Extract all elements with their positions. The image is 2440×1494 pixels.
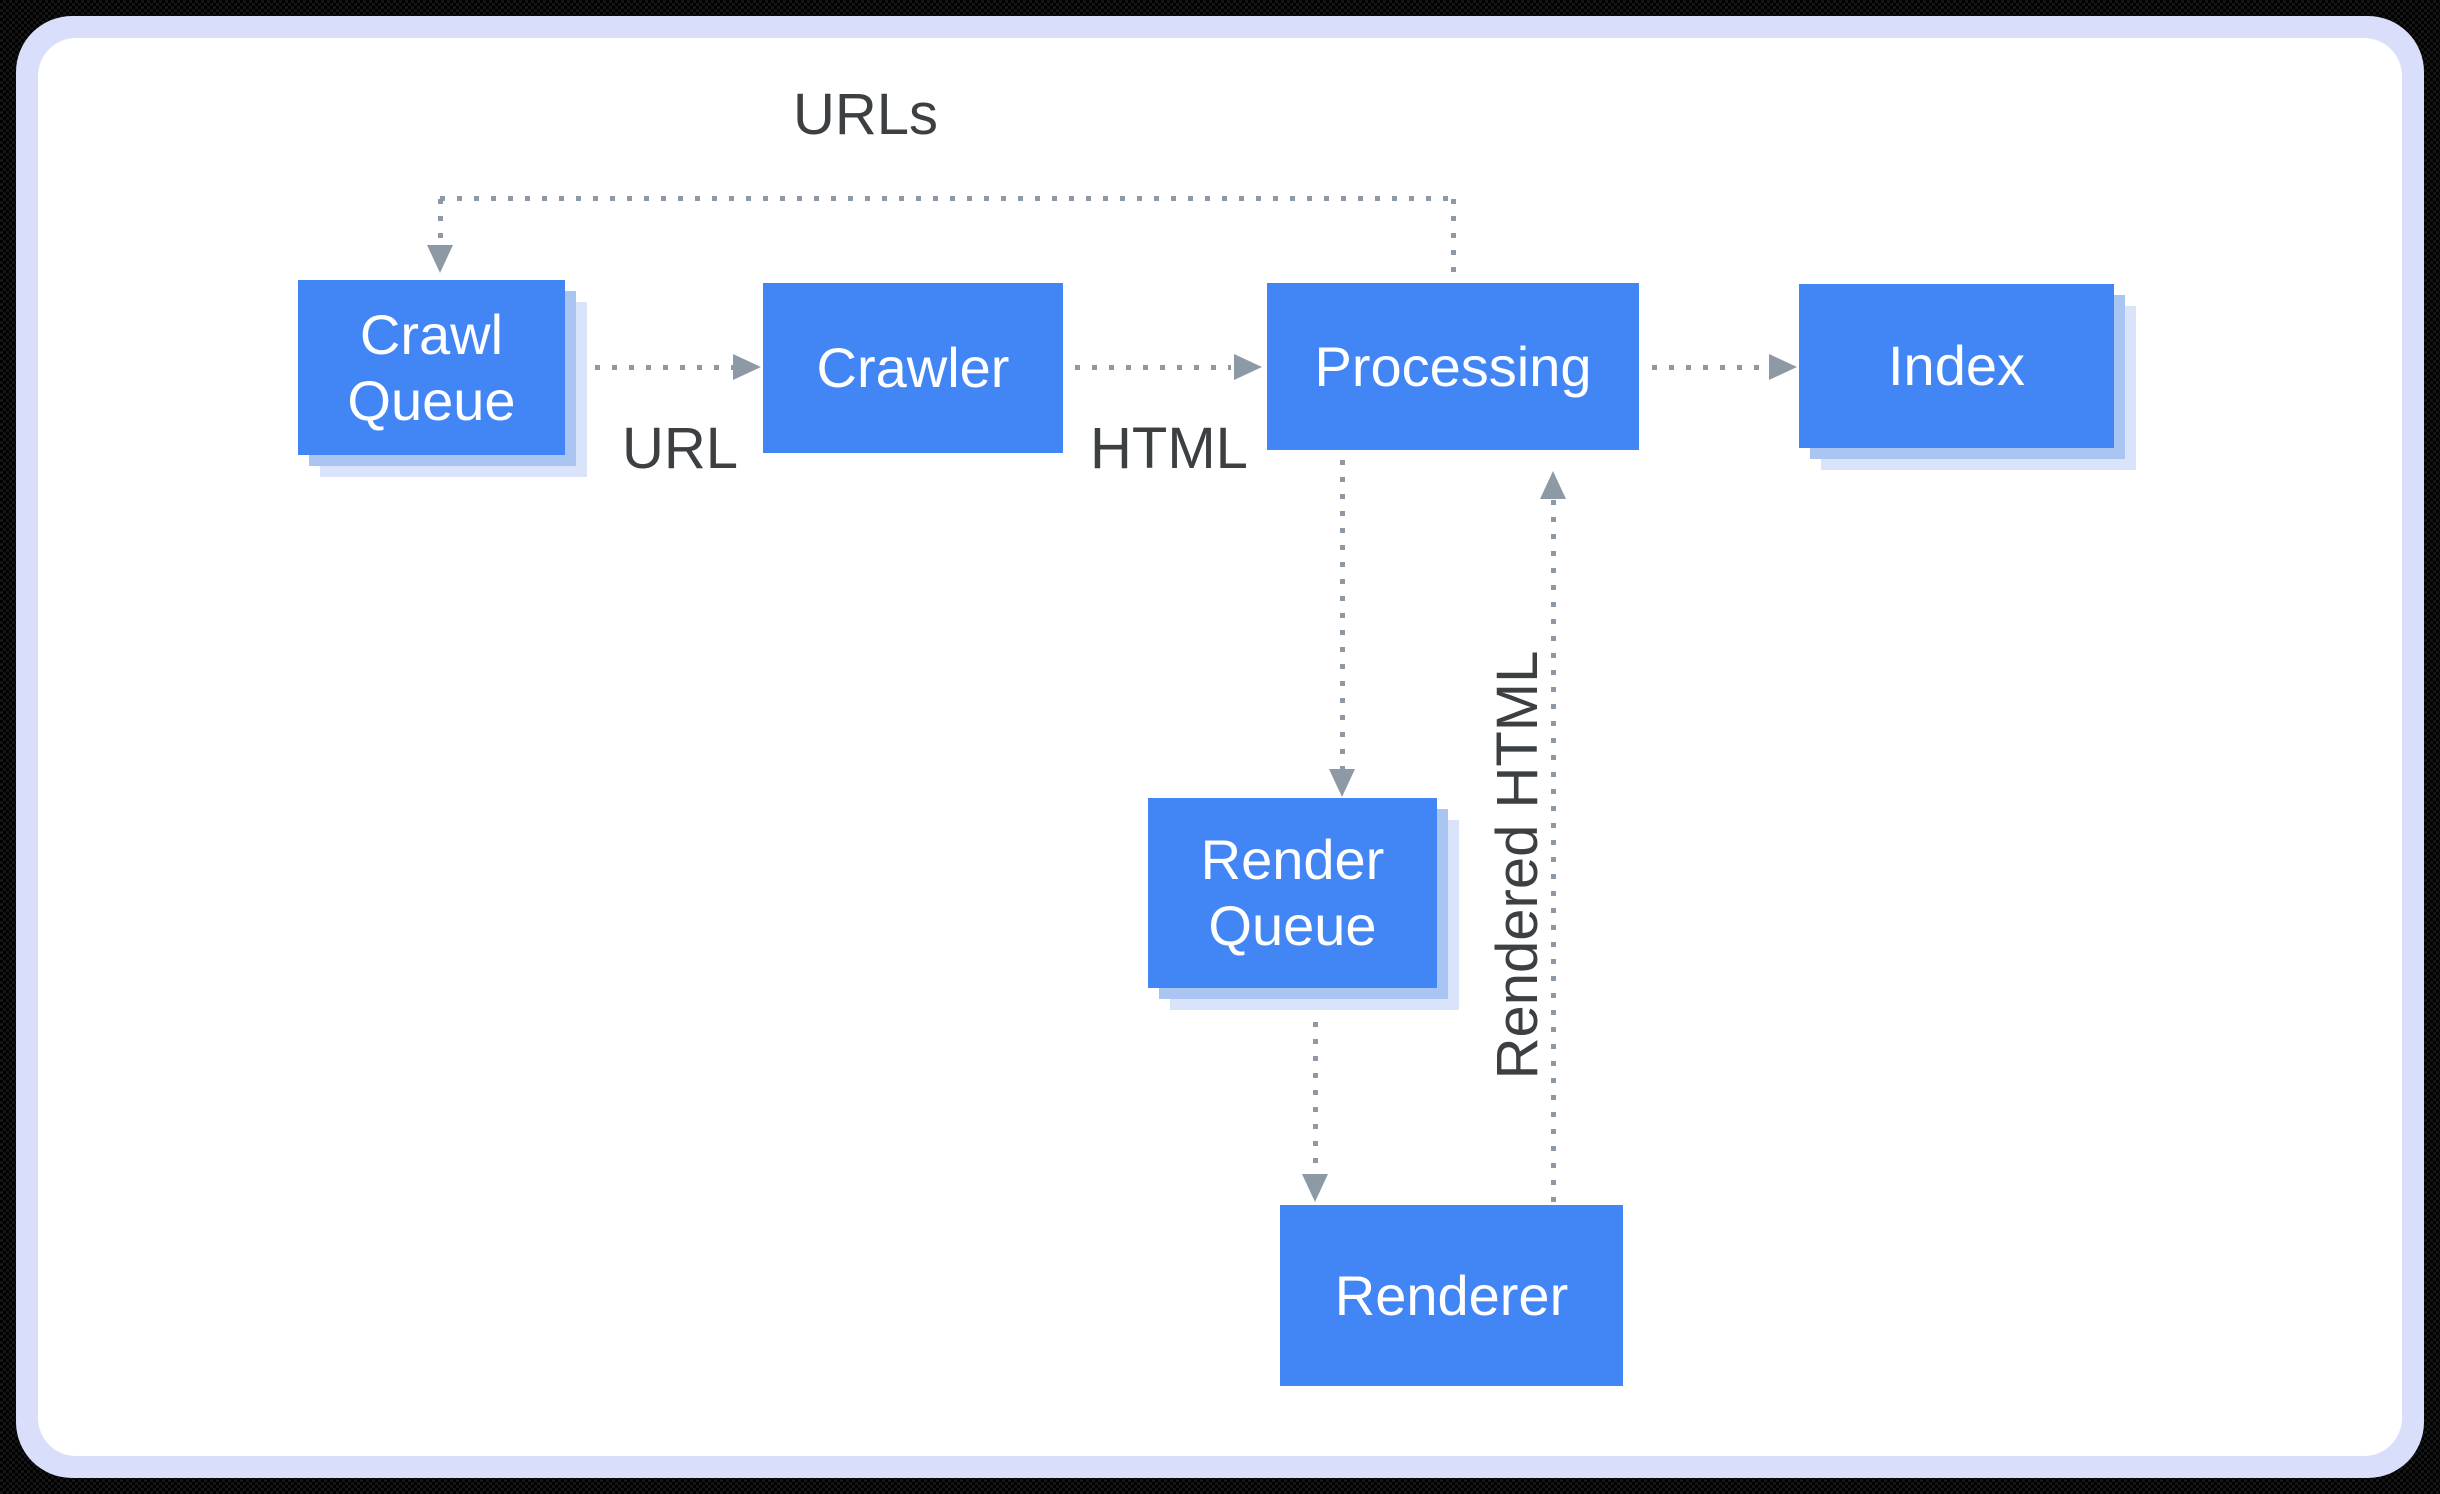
arrowhead-into-index-icon xyxy=(1769,354,1797,380)
node-render-queue: Render Queue xyxy=(1148,798,1437,988)
node-crawl-queue: Crawl Queue xyxy=(298,280,565,455)
node-crawler: Crawler xyxy=(763,283,1063,453)
arrowhead-into-renderer-icon xyxy=(1302,1174,1328,1202)
edge-crawl-queue-to-crawler xyxy=(595,365,733,370)
node-processing: Processing xyxy=(1267,283,1639,450)
edge-label-rendered-html: Rendered HTML xyxy=(1485,650,1550,1080)
node-index: Index xyxy=(1799,284,2114,448)
arrowhead-into-processing-icon xyxy=(1234,354,1262,380)
edge-label-html: HTML xyxy=(1090,416,1248,481)
arrowhead-into-crawler-icon xyxy=(733,354,761,380)
node-renderer: Renderer xyxy=(1280,1205,1623,1386)
edge-processing-to-crawl-queue-rise xyxy=(1451,199,1456,283)
edge-processing-to-crawl-queue-top xyxy=(440,196,1454,201)
edge-label-urls: URLs xyxy=(793,82,939,147)
edge-render-queue-to-renderer xyxy=(1313,1022,1318,1172)
arrowhead-into-render-queue-icon xyxy=(1329,769,1355,797)
arrowhead-into-crawl-queue-icon xyxy=(427,245,453,273)
edge-label-url: URL xyxy=(622,416,739,481)
edge-crawler-to-processing xyxy=(1075,365,1231,370)
edge-processing-to-index xyxy=(1652,365,1768,370)
arrowhead-up-into-processing-icon xyxy=(1540,471,1566,499)
diagram-card xyxy=(38,38,2402,1456)
edge-renderer-to-processing xyxy=(1551,500,1556,1205)
edge-processing-to-render-queue xyxy=(1340,460,1345,772)
edge-processing-to-crawl-queue-drop xyxy=(438,199,443,245)
